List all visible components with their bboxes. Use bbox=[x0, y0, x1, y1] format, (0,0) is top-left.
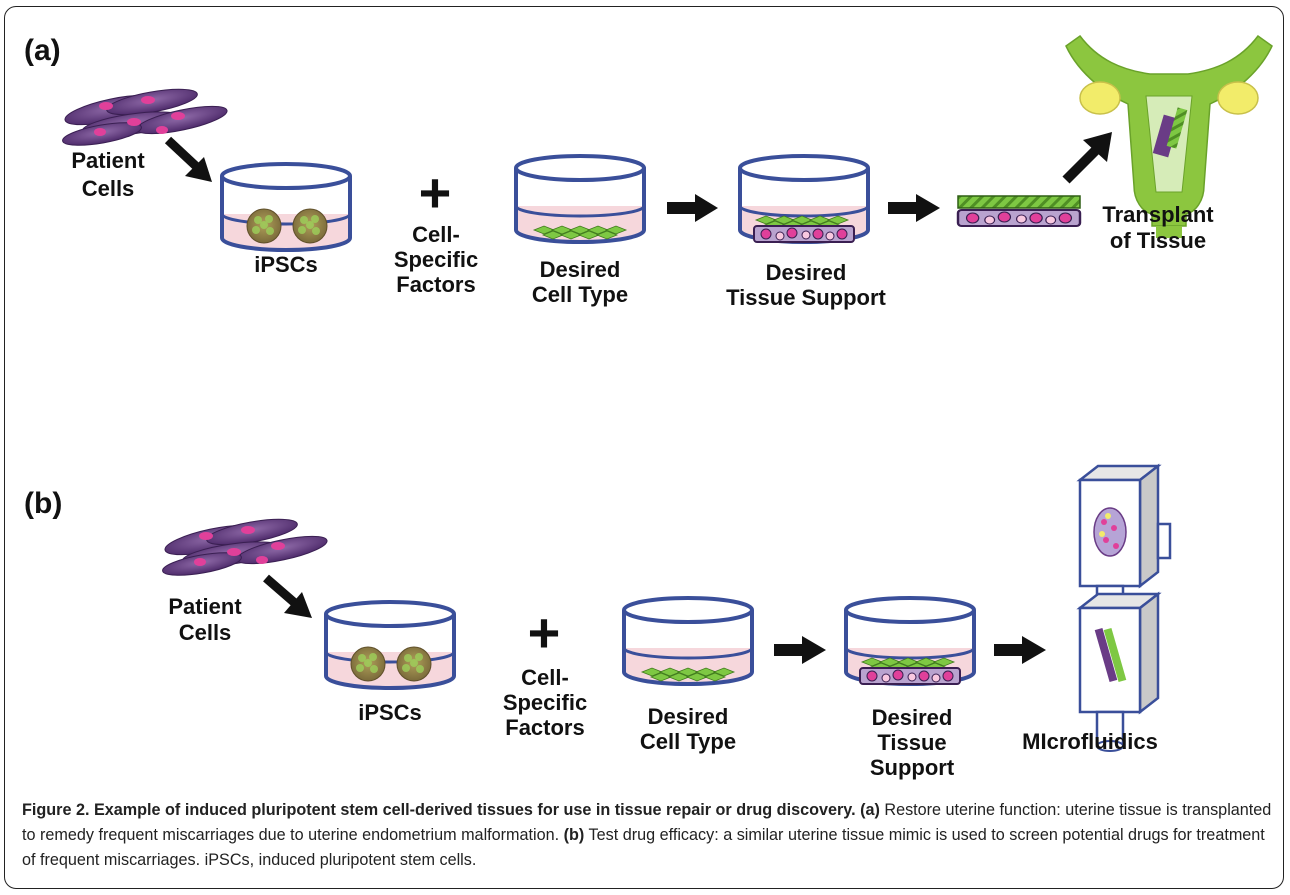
factors-line2: Specific bbox=[394, 247, 478, 272]
arrow-patient-to-ipscs bbox=[263, 574, 312, 618]
caption-a-tag: (a) bbox=[860, 801, 880, 819]
patient-label-line2: Cells bbox=[82, 176, 135, 201]
arrow-tissue-to-microfluidics bbox=[994, 636, 1046, 664]
transplant-line2: of Tissue bbox=[1110, 228, 1206, 253]
tissue-line2: Tissue bbox=[877, 730, 946, 755]
uterus-illustration bbox=[1065, 34, 1273, 238]
panel-b-label: (b) bbox=[24, 487, 62, 520]
figure-frame bbox=[4, 6, 1284, 889]
ipscs-label: iPSCs bbox=[254, 252, 318, 277]
ipscs-label: iPSCs bbox=[358, 700, 422, 725]
figure-caption: Figure 2. Example of induced pluripotent… bbox=[22, 798, 1272, 873]
tissue-support-dish bbox=[738, 154, 870, 244]
panel-b: (b) Patient Cells iPSCs + Cell- Specific… bbox=[24, 463, 1172, 780]
arrow-cell-type-to-tissue bbox=[774, 636, 826, 664]
factors-line1: Cell- bbox=[521, 665, 569, 690]
arrow-graft-to-uterus bbox=[1062, 132, 1112, 184]
panel-a-label: (a) bbox=[24, 34, 61, 67]
caption-title: Figure 2. Example of induced pluripotent… bbox=[22, 801, 856, 819]
plus-sign: + bbox=[419, 161, 452, 224]
tissue-support-dish bbox=[844, 596, 976, 686]
cell-type-dish bbox=[622, 596, 754, 686]
factors-line3: Factors bbox=[396, 272, 475, 297]
microfluidics-device bbox=[1076, 463, 1172, 752]
factors-line2: Specific bbox=[503, 690, 587, 715]
cell-type-line2: Cell Type bbox=[532, 282, 628, 307]
patient-cells-icon bbox=[60, 83, 230, 151]
panel-a: (a) Patient Cells iPSCs + Cell- Specific… bbox=[24, 34, 1273, 310]
tissue-line2: Tissue Support bbox=[726, 285, 886, 310]
factors-line3: Factors bbox=[505, 715, 584, 740]
patient-label-line1: Patient bbox=[168, 594, 242, 619]
transplant-line1: Transplant bbox=[1102, 202, 1214, 227]
tissue-line1: Desired bbox=[766, 260, 847, 285]
caption-a-text: Restore uterine function: uterine tissue… bbox=[22, 801, 1272, 844]
ipscs-dish bbox=[324, 600, 456, 690]
cell-type-line1: Desired bbox=[648, 704, 729, 729]
caption-b-tag: (b) bbox=[563, 826, 585, 844]
patient-label-line2: Cells bbox=[179, 620, 232, 645]
arrow-tissue-to-graft bbox=[888, 194, 940, 222]
cell-type-dish bbox=[514, 154, 646, 244]
patient-cells-icon bbox=[160, 513, 330, 581]
microfluidics-label: MIcrofluidics bbox=[1022, 729, 1158, 754]
patient-label-line1: Patient bbox=[71, 148, 145, 173]
ipscs-dish bbox=[220, 162, 352, 252]
arrow-patient-to-ipscs bbox=[164, 136, 212, 182]
tissue-graft bbox=[956, 195, 1082, 228]
plus-sign: + bbox=[528, 601, 561, 664]
cell-type-line2: Cell Type bbox=[640, 729, 736, 754]
cell-type-line1: Desired bbox=[540, 257, 621, 282]
tissue-line3: Support bbox=[870, 755, 955, 780]
tissue-line1: Desired bbox=[872, 705, 953, 730]
factors-line1: Cell- bbox=[412, 222, 460, 247]
diagram-canvas: (a) Patient Cells iPSCs + Cell- Specific… bbox=[24, 34, 1273, 780]
arrow-cell-type-to-tissue bbox=[667, 194, 718, 222]
caption-b-text: Test drug efficacy: a similar uterine ti… bbox=[22, 826, 1265, 869]
